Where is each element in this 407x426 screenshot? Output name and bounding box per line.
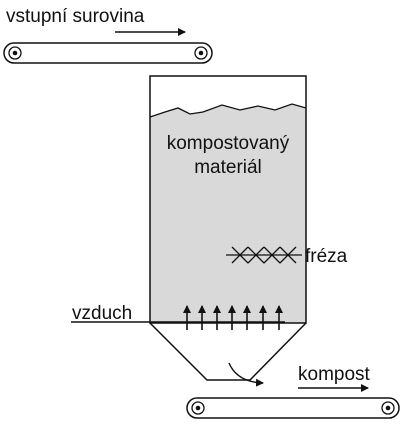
discharge-arrow xyxy=(228,362,264,387)
input-feed-label: vstupní surovina xyxy=(6,6,145,27)
material-label-line1: kompostovaný xyxy=(167,133,290,154)
material-fill xyxy=(150,104,306,323)
air-arrows xyxy=(183,305,283,330)
air-label: vzduch xyxy=(72,303,132,324)
input-conveyor xyxy=(3,42,213,64)
mill-symbol xyxy=(226,246,302,264)
material-surface xyxy=(149,103,307,118)
output-conveyor xyxy=(186,397,400,419)
material-label-line2: materiál xyxy=(194,157,262,178)
mill-label: fréza xyxy=(305,246,348,267)
output-label: kompost xyxy=(298,364,371,385)
reactor-vessel xyxy=(149,75,307,381)
vessel-hopper xyxy=(149,322,307,381)
